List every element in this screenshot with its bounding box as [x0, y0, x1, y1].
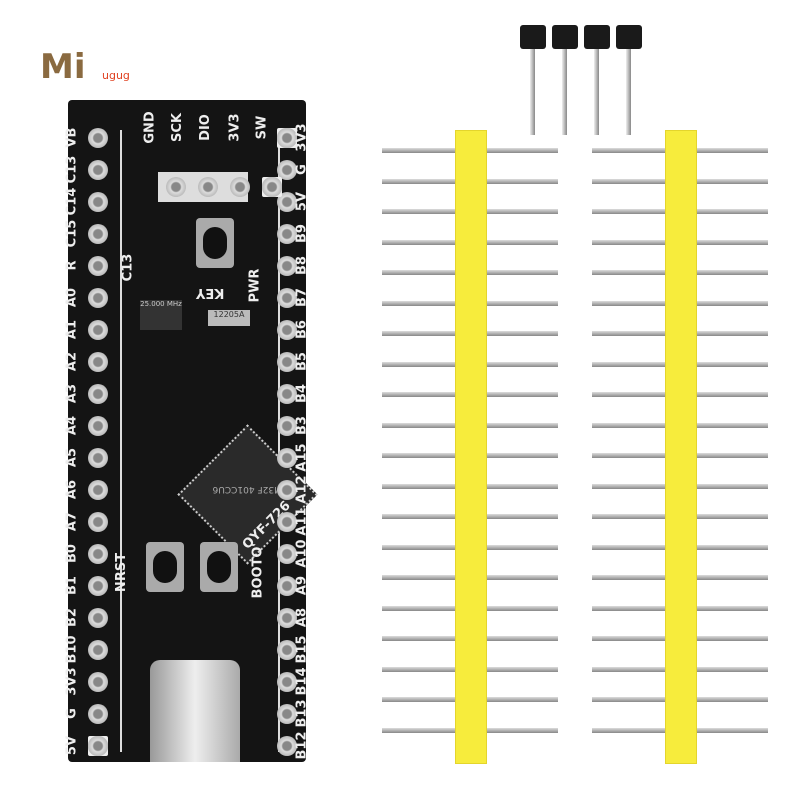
pin-pad	[277, 256, 297, 276]
pin-pad	[277, 160, 297, 180]
pin-pad	[277, 608, 297, 628]
debug-pin-label: 3V3	[227, 113, 243, 142]
usb-c-port	[150, 660, 240, 762]
debug-pin-label: SCK	[169, 113, 185, 142]
left-pin-label: 5V	[64, 735, 80, 756]
pin-pad	[88, 384, 108, 404]
pin-pad	[88, 352, 108, 372]
header-pin	[562, 40, 567, 135]
debug-pad	[262, 177, 282, 197]
pin-pad	[277, 544, 297, 564]
pin-pad	[277, 480, 297, 500]
pin-pad	[277, 640, 297, 660]
header-pin	[594, 40, 599, 135]
pin-pad	[88, 256, 108, 276]
black-pin-header	[520, 25, 546, 49]
crystal: 25.000 MHz	[140, 300, 182, 330]
pin-pad	[88, 576, 108, 596]
pin-pad	[88, 672, 108, 692]
header-pin	[530, 40, 535, 135]
boot0-label: BOOTO	[250, 546, 266, 599]
pin-pad	[88, 480, 108, 500]
pin-pad	[88, 608, 108, 628]
pin-pad	[277, 704, 297, 724]
pin-pad	[277, 288, 297, 308]
pin-pad	[88, 640, 108, 660]
debug-pin-label: DIO	[197, 114, 213, 141]
pin-pad	[277, 512, 297, 532]
debug-pad	[198, 177, 218, 197]
pin-pad	[88, 224, 108, 244]
pin-pad	[277, 736, 297, 756]
yellow-pin-header	[455, 130, 487, 764]
logo-subtext: ugug	[102, 69, 130, 82]
nrst-button	[146, 542, 184, 592]
c13-label: C13	[120, 253, 136, 282]
pin-pad	[277, 192, 297, 212]
black-pin-header	[552, 25, 578, 49]
logo-text: Mi	[40, 47, 86, 87]
black-pin-header	[584, 25, 610, 49]
pin-pad	[277, 672, 297, 692]
key-label: KEY	[196, 285, 225, 300]
logo: Mi ugug	[40, 47, 130, 87]
pin-pad	[88, 128, 108, 148]
debug-pin-label: GND	[142, 111, 158, 144]
oscillator: 12205A	[208, 310, 250, 326]
pin-pad	[88, 320, 108, 340]
boot0-button	[200, 542, 238, 592]
debug-pad	[166, 177, 186, 197]
pin-pad	[277, 128, 297, 148]
pin-pad	[277, 352, 297, 372]
pin-pad	[88, 192, 108, 212]
pin-pad	[88, 736, 108, 756]
header-pin	[626, 40, 631, 135]
pin-pad	[88, 288, 108, 308]
key-button	[196, 218, 234, 268]
yellow-pin-header	[665, 130, 697, 764]
pin-pad	[88, 416, 108, 436]
stm32-dev-board: C13 KEY PWR 25.000 MHz 12205A STM32F 401…	[65, 100, 318, 762]
right-pin-label: B12	[294, 731, 310, 760]
debug-pin-label: SW	[254, 115, 270, 140]
pin-pad	[277, 320, 297, 340]
pin-pad	[277, 224, 297, 244]
pin-pad	[277, 576, 297, 596]
pin-pad	[88, 160, 108, 180]
pin-pad	[277, 384, 297, 404]
pin-pad	[88, 448, 108, 468]
black-pin-header	[616, 25, 642, 49]
debug-pad	[230, 177, 250, 197]
pwr-label: PWR	[247, 268, 263, 303]
pin-pad	[277, 448, 297, 468]
nrst-label: NRST	[114, 552, 130, 593]
pin-pad	[88, 512, 108, 532]
pin-pad	[277, 416, 297, 436]
pin-pad	[88, 704, 108, 724]
pin-pad	[88, 544, 108, 564]
